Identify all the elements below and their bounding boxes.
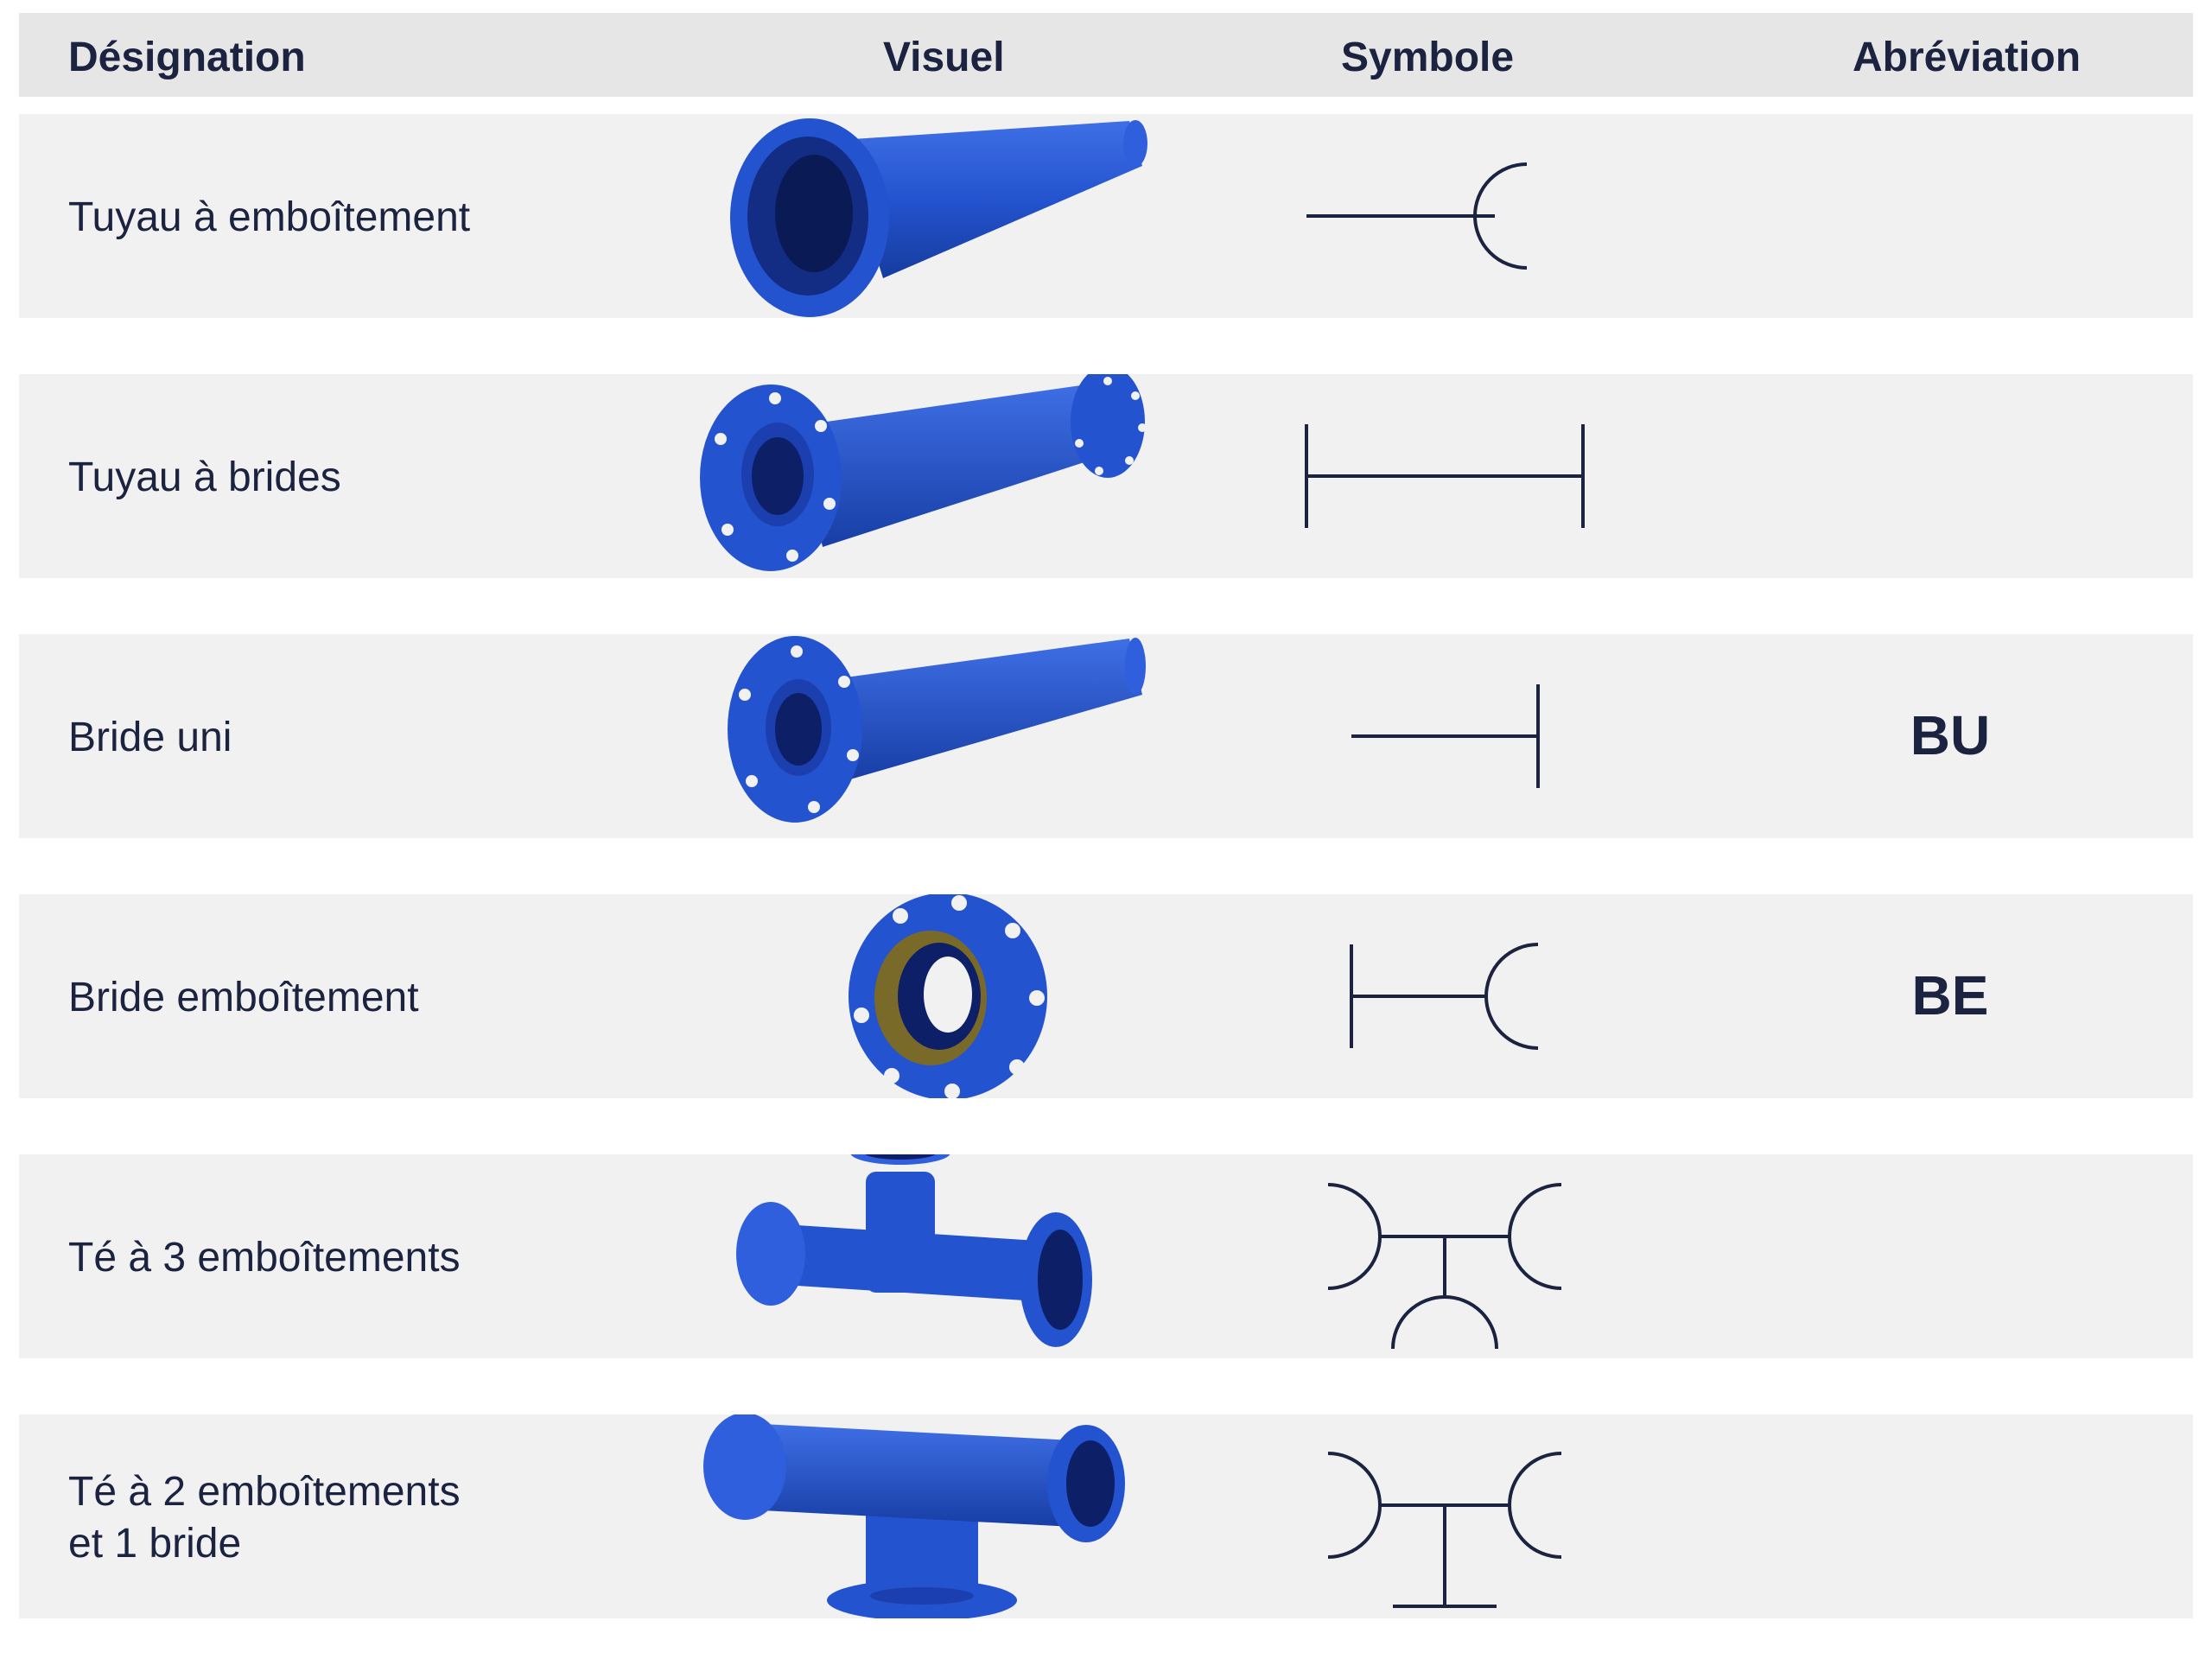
row-abbreviation: BU <box>1910 704 1991 766</box>
table-row: Té à 3 emboîtements <box>19 1154 2193 1358</box>
header-symbole: Symbole <box>1341 35 1515 80</box>
row-designation: Tuyau à emboîtement <box>68 194 471 240</box>
table-header: Désignation Visuel Symbole Abréviation <box>19 13 2193 97</box>
table-row: Bride emboîtement <box>19 894 2193 1098</box>
header-visuel: Visuel <box>883 35 1005 80</box>
row-designation: Bride uni <box>68 715 232 760</box>
row-designation: Bride emboîtement <box>68 975 419 1020</box>
tee-2-sockets-1-flange-icon <box>693 1414 1194 1618</box>
row-designation: Té à 2 emboîtements et 1 bride <box>68 1469 461 1567</box>
flange-socket-icon <box>693 894 1194 1098</box>
single-flange-symbol-icon <box>1263 634 1626 838</box>
tee-3-sockets-icon <box>693 1154 1194 1358</box>
flanged-pipe-icon <box>693 374 1194 578</box>
table-row: Tuyau à brides <box>19 374 2193 578</box>
socket-symbol-icon <box>1263 114 1626 318</box>
table-row: Bride uni <box>19 634 2193 838</box>
row-designation: Té à 3 emboîtements <box>68 1235 461 1281</box>
tee-2-sockets-1-flange-symbol-icon <box>1263 1414 1626 1618</box>
table-row: Tuyau à emboîtement <box>19 114 2193 318</box>
flanged-spigot-pipe-icon <box>693 634 1194 838</box>
header-designation: Désignation <box>68 35 306 80</box>
row-designation: Tuyau à brides <box>68 454 341 500</box>
table-row: Té à 2 emboîtements et 1 bride <box>19 1414 2193 1618</box>
socket-pipe-icon <box>693 114 1194 318</box>
tee-3-sockets-symbol-icon <box>1263 1154 1626 1358</box>
header-abreviation: Abréviation <box>1853 35 2082 80</box>
double-flange-symbol-icon <box>1263 374 1626 578</box>
flange-socket-symbol-icon <box>1263 894 1626 1098</box>
row-abbreviation: BE <box>1911 964 1989 1027</box>
